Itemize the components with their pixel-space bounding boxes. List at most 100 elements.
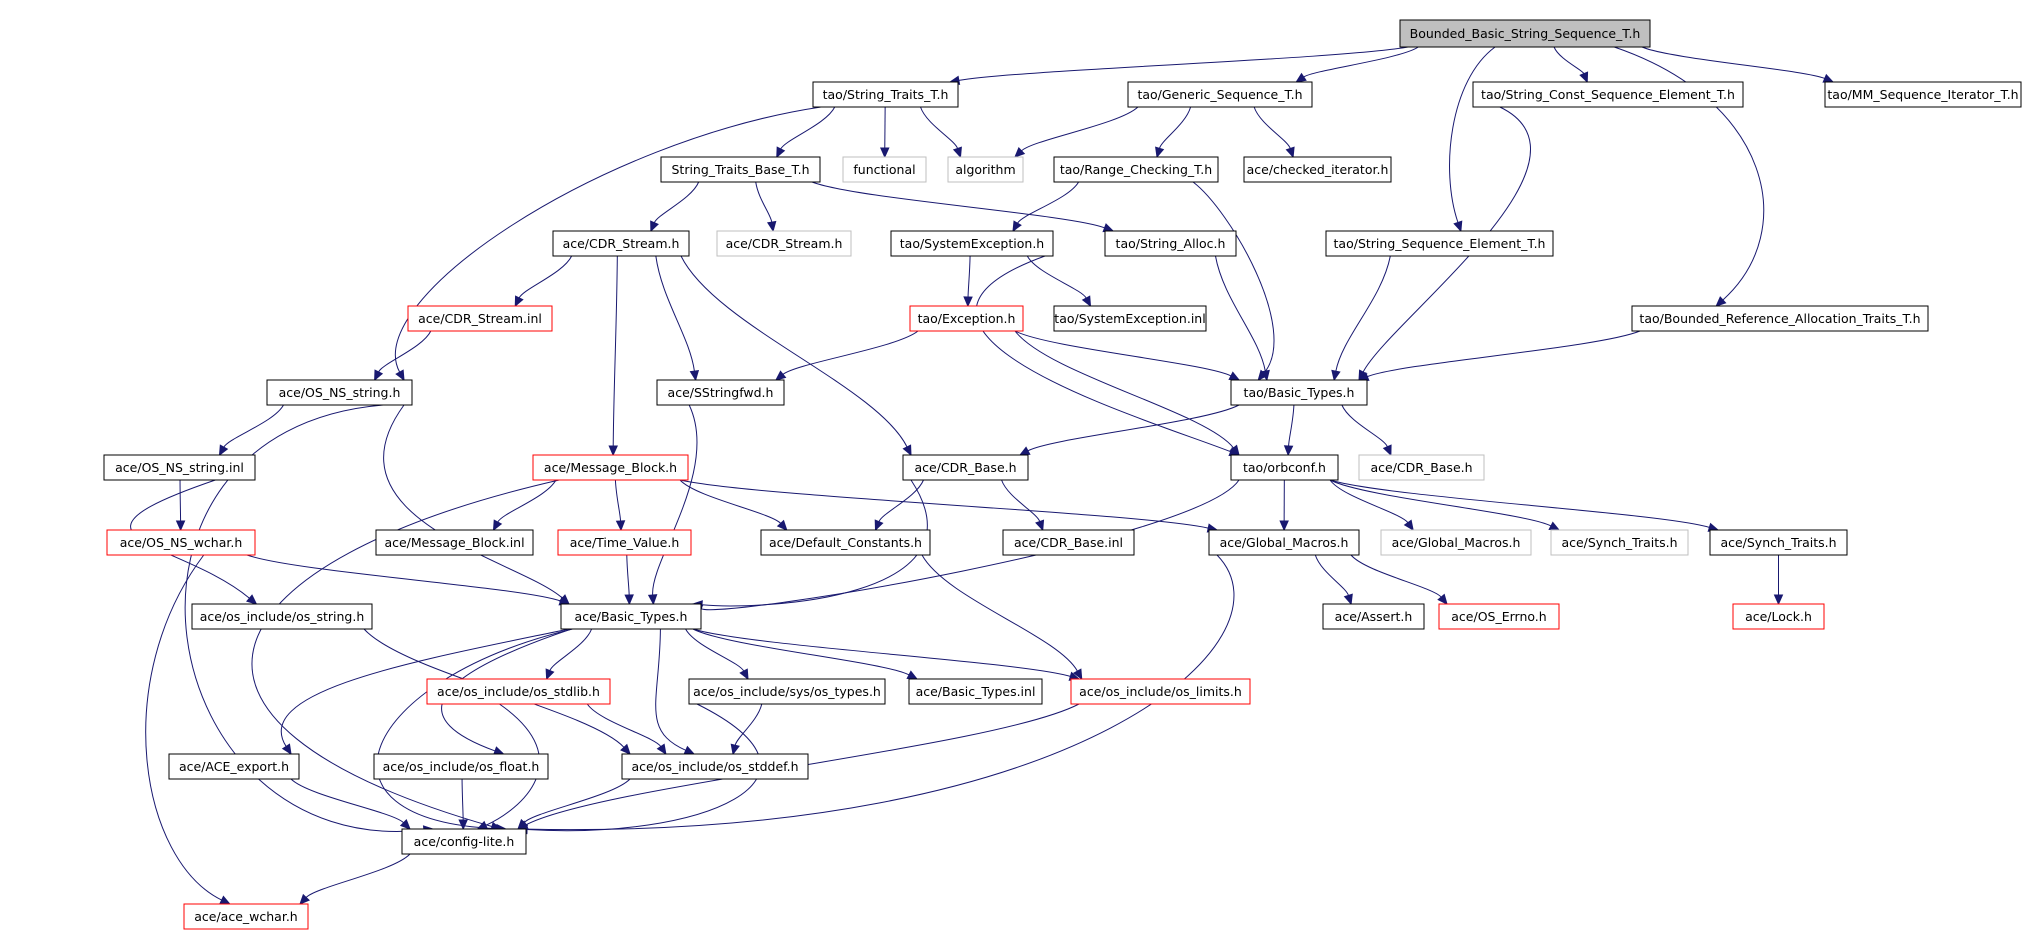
node-ostypes[interactable]: ace/os_include/sys/os_types.h [688, 678, 886, 705]
node-orbconf[interactable]: tao/orbconf.h [1230, 454, 1339, 481]
arrowhead [1081, 295, 1092, 308]
edge-line [497, 479, 557, 523]
node-msgblock[interactable]: ace/Message_Block.h [532, 454, 689, 481]
node-lock[interactable]: ace/Lock.h [1732, 603, 1825, 630]
edge-genseq-to-checkediter [1253, 106, 1295, 159]
node-box [890, 230, 1054, 257]
edge-line [1329, 479, 1710, 528]
arrowhead [1295, 72, 1307, 83]
node-genseq[interactable]: tao/Generic_Sequence_T.h [1127, 81, 1313, 108]
node-osfloat[interactable]: ace/os_include/os_float.h [373, 753, 549, 780]
node-oslimits[interactable]: ace/os_include/os_limits.h [1070, 678, 1251, 705]
node-cdrinl[interactable]: ace/CDR_Stream.inl [407, 305, 553, 332]
node-box [1824, 81, 2022, 108]
node-boundedref[interactable]: tao/Bounded_Reference_Allocation_Traits_… [1631, 305, 1929, 332]
node-cdrbaseinl[interactable]: ace/CDR_Base.inl [1002, 529, 1135, 556]
arrowhead [246, 594, 258, 605]
node-label: Bounded_Basic_String_Sequence_T.h [1410, 26, 1641, 41]
node-assert[interactable]: ace/Assert.h [1322, 603, 1425, 630]
arrowhead [963, 296, 973, 308]
edge-acebasic-to-ostypes [685, 628, 749, 681]
node-configlite[interactable]: ace/config-lite.h [401, 828, 527, 855]
node-checkediter[interactable]: ace/checked_iterator.h [1243, 156, 1392, 183]
edge-line [1335, 255, 1391, 372]
node-strseqel[interactable]: tao/String_Sequence_Element_T.h [1325, 230, 1554, 257]
arrowhead [739, 668, 749, 681]
dependency-edges [130, 46, 1835, 905]
node-strbase[interactable]: String_Traits_Base_T.h [660, 156, 821, 183]
edge-line [653, 181, 700, 223]
edge-root-to-strtraits [948, 46, 1409, 86]
edge-line [700, 479, 1240, 611]
node-label: ace/OS_NS_string.h [279, 385, 401, 400]
edge-cdrinl-to-osnsstring [374, 330, 432, 382]
node-globalmacros[interactable]: ace/Global_Macros.h [1208, 529, 1360, 556]
edge-globalmacros-to-assert [1314, 554, 1353, 606]
edge-line [1021, 106, 1139, 152]
edge-line [179, 479, 182, 522]
node-aceexport[interactable]: ace/ACE_export.h [168, 753, 300, 780]
edge-line [145, 554, 222, 901]
node-oserrno[interactable]: ace/OS_Errno.h [1438, 603, 1560, 630]
node-label: ace/Global_Macros.h [1220, 535, 1349, 550]
node-osstring[interactable]: ace/os_include/os_string.h [191, 603, 373, 630]
node-box [656, 379, 785, 406]
edge-line [958, 46, 1409, 81]
node-box [1104, 230, 1237, 257]
node-box [106, 529, 256, 556]
node-label: tao/String_Sequence_Element_T.h [1334, 236, 1546, 251]
edge-osnsstring-to-acebasic [383, 404, 570, 605]
node-acebasic[interactable]: ace/Basic_Types.h [560, 603, 702, 630]
node-osnsstring[interactable]: ace/OS_NS_string.h [266, 379, 413, 406]
edge-root-to-mmseq [1641, 46, 1835, 83]
arrowhead [1012, 220, 1022, 233]
node-taobasic[interactable]: tao/Basic_Types.h [1230, 379, 1368, 406]
arrowhead [776, 519, 788, 531]
node-wchar[interactable]: ace/ace_wchar.h [183, 903, 309, 930]
node-exception[interactable]: tao/Exception.h [909, 305, 1024, 332]
node-sysexcinl[interactable]: tao/SystemException.inl [1053, 305, 1207, 332]
node-cdrbase[interactable]: ace/CDR_Base.h [902, 454, 1029, 481]
node-box [1127, 81, 1313, 108]
node-strtraits[interactable]: tao/String_Traits_T.h [812, 81, 959, 108]
edge-line [679, 479, 782, 524]
node-label: tao/Bounded_Reference_Allocation_Traits_… [1639, 311, 1920, 326]
node-label: tao/String_Traits_T.h [823, 87, 949, 102]
node-msgblockinl[interactable]: ace/Message_Block.inl [375, 529, 534, 556]
node-root[interactable]: Bounded_Basic_String_Sequence_T.h [1399, 19, 1651, 48]
node-oswchar[interactable]: ace/OS_NS_wchar.h [106, 529, 256, 556]
node-box [1472, 81, 1744, 108]
arrowhead [1014, 147, 1026, 158]
node-osstdlib[interactable]: ace/os_include/os_stdlib.h [426, 678, 611, 705]
node-sysexc[interactable]: tao/SystemException.h [890, 230, 1054, 257]
node-osstddef[interactable]: ace/os_include/os_stddef.h [621, 753, 809, 780]
node-stralloc[interactable]: tao/String_Alloc.h [1104, 230, 1237, 257]
node-timevalue[interactable]: ace/Time_Value.h [557, 529, 692, 556]
edge-line [685, 628, 745, 672]
node-box [760, 529, 931, 556]
edge-line [1014, 330, 1234, 449]
node-defconst[interactable]: ace/Default_Constants.h [760, 529, 931, 556]
node-rangechk[interactable]: tao/Range_Checking_T.h [1053, 156, 1219, 183]
node-mmseq[interactable]: tao/MM_Sequence_Iterator_T.h [1824, 81, 2022, 108]
node-synch[interactable]: ace/Synch_Traits.h [1709, 529, 1848, 556]
node-box [812, 81, 959, 108]
node-box [183, 903, 309, 930]
node-osnsinl[interactable]: ace/OS_NS_string.inl [103, 454, 256, 481]
edge-line [614, 479, 622, 522]
node-box [1230, 454, 1339, 481]
node-cdrstream[interactable]: ace/CDR_Stream.h [552, 230, 690, 257]
node-sstringfwd[interactable]: ace/SStringfwd.h [656, 379, 785, 406]
edge-root-to-strconst [1553, 46, 1589, 84]
node-label: ace/CDR_Base.inl [1014, 535, 1123, 550]
node-basicinl[interactable]: ace/Basic_Types.inl [908, 678, 1043, 705]
edge-line [1614, 46, 1765, 301]
node-strconst[interactable]: tao/String_Const_Sequence_Element_T.h [1472, 81, 1744, 108]
edge-line [1553, 46, 1585, 74]
node-box [401, 828, 527, 855]
edge-line [1014, 330, 1232, 377]
edge-timevalue-to-acebasic [624, 554, 634, 606]
edge-line [734, 703, 763, 746]
node-label: ace/os_include/os_limits.h [1079, 684, 1242, 699]
arrowhead [1229, 444, 1240, 456]
